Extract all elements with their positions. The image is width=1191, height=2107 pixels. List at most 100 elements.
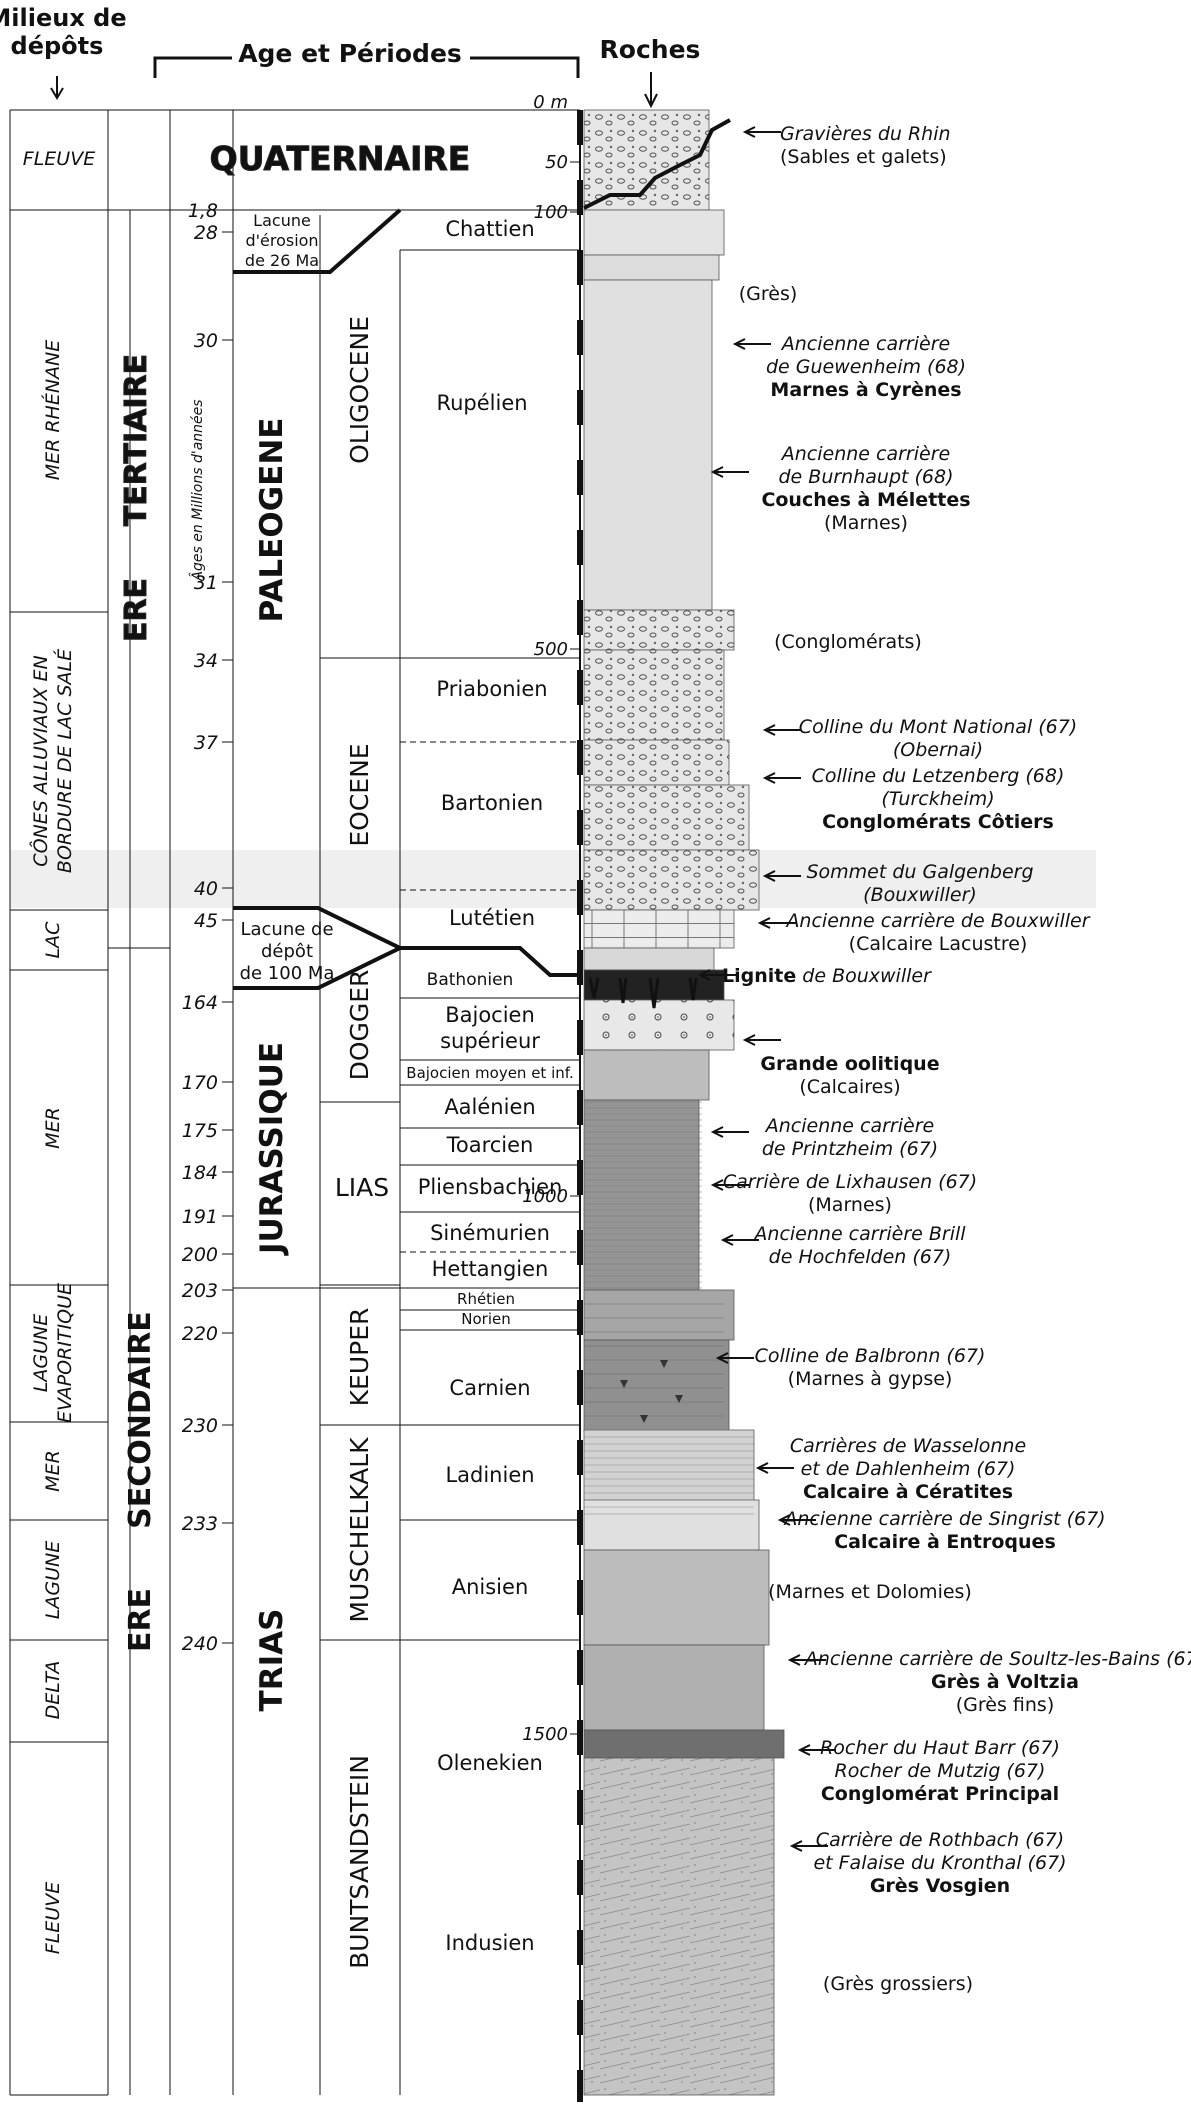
annotation-text: (Grès grossiers) — [823, 1973, 973, 1995]
annotation-text: de Printzheim (67) — [762, 1138, 938, 1160]
stage-label: Hettangien — [432, 1257, 549, 1281]
annotation-text: Calcaire à Cératites — [803, 1481, 1013, 1503]
stage-label: Rupélien — [436, 391, 527, 415]
annotation: Grande oolitique(Calcaires) — [742, 1034, 940, 1098]
stage-label: Norien — [461, 1310, 510, 1328]
lignite-drips — [588, 977, 698, 1009]
age-label: 34 — [194, 650, 218, 672]
annotation-text: Ancienne carrière de Singrist (67) — [782, 1508, 1105, 1530]
scale-segment — [577, 1090, 583, 1125]
rock-layer — [583, 1757, 775, 2096]
annotation-span: Lignite — [722, 965, 796, 987]
annotation-text: Carrières de Wasselonne — [790, 1435, 1026, 1457]
arrow-left-icon — [762, 870, 801, 882]
scale-segment — [577, 1650, 583, 1685]
age-label: 164 — [182, 992, 218, 1014]
annotation-text: Ancienne carrière — [780, 443, 950, 465]
rock-layer — [583, 999, 735, 1051]
annotation-text: Grande oolitique — [760, 1053, 939, 1075]
stage-label: Carnien — [449, 1376, 530, 1400]
stage-label: Bajocien — [445, 1003, 535, 1027]
lacune-label: de 26 Ma — [245, 251, 319, 270]
annotation-text: (Calcaires) — [799, 1076, 900, 1098]
age-label: 1,8 — [188, 200, 218, 222]
annotation: Sommet du Galgenberg(Bouxwiller) — [762, 861, 1034, 906]
environment-label: CÔNES ALLUVIAUX EN — [28, 655, 52, 866]
rock-layer — [583, 1339, 730, 1431]
annotation: (Grès) — [739, 283, 798, 305]
annotation: Colline du Mont National (67)(Obernai) — [762, 716, 1077, 761]
rock-layer — [583, 609, 735, 651]
annotation-text: Grès Vosgien — [870, 1875, 1010, 1897]
annotation-span: de Bouxwiller — [796, 965, 932, 987]
series-eocene: EOCENE — [345, 743, 374, 846]
environment-label: LAGUNE — [30, 1314, 52, 1392]
scale-segment — [577, 1510, 583, 1545]
annotation: Lignite de Bouxwiller — [697, 965, 932, 987]
annotation: Colline du Letzenberg (68)(Turckheim)Con… — [762, 765, 1064, 833]
arrow-left-icon — [797, 1744, 836, 1756]
bracket — [470, 56, 580, 78]
series-muschelkalk: MUSCHELKALK — [345, 1437, 374, 1623]
stage-label: Sinémurien — [430, 1221, 550, 1245]
annotation-text: Rocher de Mutzig (67) — [835, 1760, 1046, 1782]
scale-segment — [577, 1860, 583, 1895]
annotation-text: (Marnes et Dolomies) — [768, 1581, 972, 1603]
annotation-text: Carrière de Rothbach (67) — [816, 1829, 1064, 1851]
annotation: Ancienne carrière de Bouxwiller(Calcaire… — [757, 910, 1091, 955]
environment-label: DELTA — [42, 1661, 64, 1720]
era-tertiaire: TERTIAIRE — [119, 354, 154, 526]
stage-label: Lutétien — [449, 906, 535, 930]
stage-label: Bartonien — [441, 791, 543, 815]
rock-layer — [583, 849, 760, 911]
environment-label: MER — [42, 1450, 64, 1492]
scale-segment — [577, 390, 583, 425]
depth-label: 1500 — [522, 1724, 568, 1745]
annotation-text: Ancienne carrière de Soultz-les-Bains (6… — [803, 1648, 1191, 1670]
annotation-text: (Grès) — [739, 283, 798, 305]
depth-label: 1000 — [522, 1186, 568, 1207]
series-oligocene: OLIGOCENE — [345, 316, 374, 464]
rock-layer — [583, 909, 735, 949]
scale-segment — [577, 880, 583, 915]
annotation-text: Grès à Voltzia — [931, 1671, 1079, 1693]
stage-label: Priabonien — [436, 677, 547, 701]
scale-segment — [577, 250, 583, 285]
annotation-text: (Marnes) — [824, 512, 908, 534]
annotation-text: Carrière de Lixhausen (67) — [723, 1171, 977, 1193]
environment-label: LAGUNE — [42, 1541, 64, 1619]
scale-segment — [577, 1720, 583, 1755]
erosion-surface — [583, 118, 731, 210]
arrow-left-icon — [742, 1034, 781, 1046]
rock-layer — [583, 1099, 700, 1291]
annotation-text: Lignite de Bouxwiller — [722, 965, 932, 987]
arrow-left-icon — [710, 1179, 749, 1191]
annotation: Gravières du Rhin(Sables et galets) — [742, 123, 951, 168]
annotation: Carrière de Lixhausen (67)(Marnes) — [710, 1171, 977, 1216]
scale-segment — [577, 1300, 583, 1335]
scale-segment — [577, 1020, 583, 1055]
scale-segment — [577, 180, 583, 215]
arrow-left-icon — [757, 917, 796, 929]
stage-label: Ladinien — [445, 1463, 534, 1487]
scale-segment — [577, 1440, 583, 1475]
annotation-text: (Grès fins) — [956, 1694, 1054, 1716]
stage-label: Rhétien — [457, 1290, 515, 1308]
annotation-text: Gravières du Rhin — [780, 123, 951, 145]
lacune-label: de 100 Ma — [240, 963, 335, 984]
scale-segment — [577, 740, 583, 775]
age-label: 45 — [194, 910, 218, 932]
stage-label: supérieur — [440, 1029, 540, 1053]
lacune-label: dépôt — [261, 941, 313, 962]
depth-label: 0 m — [533, 92, 568, 113]
scale-segment — [577, 460, 583, 495]
scale-segment — [577, 530, 583, 565]
era-ere: ERE — [123, 1588, 158, 1652]
annotations-layer: Gravières du Rhin(Sables et galets) (Grès… — [697, 123, 1191, 1995]
annotation-text: et Falaise du Kronthal (67) — [813, 1852, 1066, 1874]
scale-segment — [577, 1930, 583, 1965]
arrow-down-icon — [50, 76, 64, 100]
